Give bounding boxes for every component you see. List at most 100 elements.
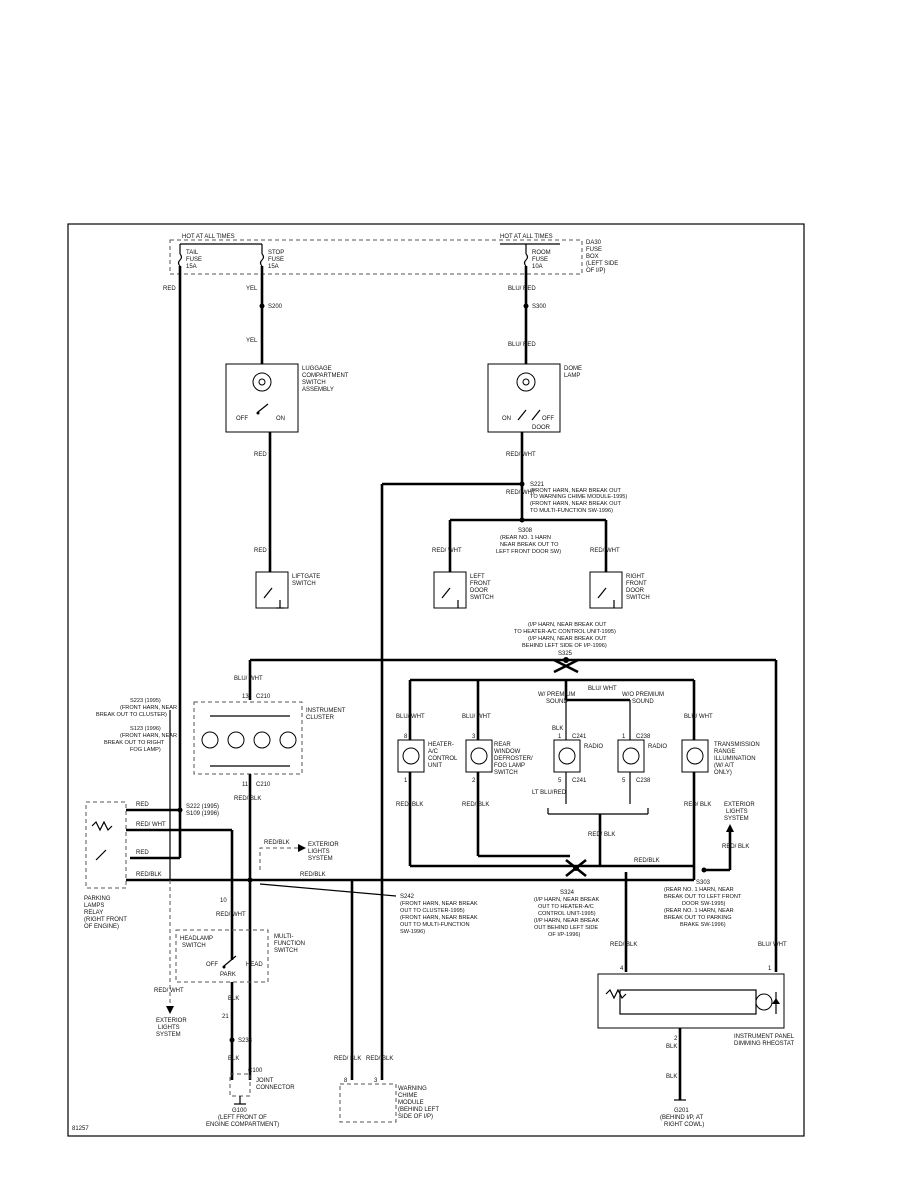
wire-label-redwht-2: RED/ WHT (506, 490, 536, 496)
svg-text:REAR: REAR (494, 742, 511, 748)
svg-text:SIDE OF I/P): SIDE OF I/P) (398, 1114, 433, 1120)
wire-label-redblk-trans: RED/ BLK (684, 802, 711, 808)
splice-s200-dot (259, 303, 265, 309)
wire-label-redwht-relay: RED/ WHT (136, 822, 166, 828)
svg-text:8: 8 (404, 734, 408, 740)
heater-ac-control-unit: 8 1 HEATER- A/C CONTROL UNIT (397, 734, 458, 784)
pin-3: 3 (374, 1078, 378, 1084)
svg-text:WINDOW: WINDOW (494, 749, 521, 755)
wo-premium-2: SOUND (632, 699, 654, 705)
svg-text:C238: C238 (636, 734, 651, 740)
wire-label-redwht-rf: RED/ WHT (590, 548, 620, 554)
diagram-frame (67, 223, 805, 1137)
left-front-door-switch: LEFT FRONT DOOR SWITCH (433, 571, 494, 609)
wo-premium-1: W/O PREMIUM (622, 692, 664, 698)
svg-text:SWITCH: SWITCH (494, 770, 518, 776)
wire-label-yel-2: YEL (246, 338, 258, 344)
wire-label-redblk-radio: RED/ BLK (588, 832, 615, 838)
ext-left-2: LIGHTS (158, 1025, 180, 1031)
wire-label-redwht-ext: RED/ WHT (154, 988, 184, 994)
svg-text:LEFT: LEFT (470, 574, 485, 580)
pin-11: 11 (242, 782, 249, 788)
svg-text:ILLUMINATION: ILLUMINATION (714, 756, 756, 762)
svg-text:(BEHIND LEFT: (BEHIND LEFT (398, 1107, 439, 1113)
wire-label-redwht-chime: RED/ BLK (366, 1056, 393, 1062)
splice-s242-dot (247, 877, 253, 883)
s303-label-1: S303 (696, 880, 711, 886)
s303-label-5: (REAR NO. 1 HARN, NEAR (664, 908, 734, 914)
s324-label-2: (I/P HARN, NEAR BREAK (534, 897, 599, 903)
wire-label-redwht-1: RED/ WHT (506, 452, 536, 458)
s242-label-4: (FRONT HARN, NEAR BREAK (400, 915, 478, 921)
svg-text:3: 3 (472, 734, 476, 740)
splice-s300: S300 (532, 304, 547, 310)
svg-text:TAIL: TAIL (186, 250, 199, 256)
fuse-box-label-3: BOX (586, 254, 599, 260)
wire-label-blk-1: BLK (228, 996, 239, 1002)
s324-label-3: OUT TO HEATER-A/C (538, 904, 594, 910)
connector-c210-top: C210 (256, 694, 271, 700)
wire-label-bluwht-trans: BLU/ WHT (684, 714, 713, 720)
svg-text:TRANSMISSION: TRANSMISSION (714, 742, 760, 748)
s324-label-5: (I/P HARN, NEAR BREAK (534, 918, 599, 924)
s221-label-1: S221 (530, 482, 545, 488)
fuse-box-label-2: FUSE (586, 247, 602, 253)
g100-label-3: ENGINE COMPARTMENT) (206, 1122, 279, 1128)
wire-label-blk-2: BLK (228, 1056, 239, 1062)
splice-s300-dot (523, 303, 529, 309)
wire-label-blured-1: BLU/ RED (508, 286, 536, 292)
rear-window-defroster-switch: 3 2 REAR WINDOW DEFROSTER/ FOG LAMP SWIT… (465, 734, 533, 784)
wire-s325-x2 (553, 658, 579, 674)
svg-text:SWITCH: SWITCH (302, 380, 326, 386)
wire-s324-x2 (565, 858, 587, 878)
g201-label-1: G201 (674, 1108, 689, 1114)
s303-label-7: BRAKE SW-1996) (680, 922, 726, 928)
s221-label-5: TO MULTI-FUNCTION SW-1996) (530, 508, 613, 514)
svg-text:FRONT: FRONT (470, 581, 491, 587)
s324-label-7: OF I/P-1996) (548, 932, 580, 938)
transmission-range-illumination: TRANSMISSION RANGE ILLUMINATION (W/ A/T … (681, 739, 760, 776)
s325-label-5: S325 (558, 651, 573, 657)
pin-21: 21 (222, 1014, 229, 1020)
wire-label-redblk-dim: RED/ BLK (610, 942, 637, 948)
wire-label-yel-1: YEL (246, 286, 258, 292)
wire-label-red-relay2: RED (136, 850, 149, 856)
hot-label-right: HOT AT ALL TIMES (500, 234, 553, 240)
wire-label-redblk-relay: RED/BLK (136, 872, 162, 878)
svg-text:ONLY): ONLY) (714, 770, 732, 776)
ext-left-1: EXTERIOR (156, 1018, 187, 1024)
w-premium-2: SOUND (546, 699, 568, 705)
s223-label-7: FOG LAMP) (130, 747, 161, 753)
s242-label-1: S242 (400, 894, 415, 900)
pin-10: 10 (220, 898, 227, 904)
svg-text:2: 2 (472, 778, 476, 784)
g100-label-2: (LEFT FRONT OF (218, 1115, 267, 1121)
parking-lamps-relay: PARKING LAMPS RELAY (RIGHT FRONT OF ENGI… (84, 801, 127, 930)
wire-label-redblk-bus: RED/BLK (634, 858, 660, 864)
wire-label-redblk-rear: RED/ BLK (462, 802, 489, 808)
s325-label-2: TO HEATER-A/C CONTROL UNIT-1995) (514, 629, 616, 635)
svg-text:FUSE: FUSE (186, 257, 202, 263)
svg-text:LAMPS: LAMPS (84, 903, 104, 909)
svg-text:WARNING: WARNING (398, 1086, 427, 1092)
ext-right-3: SYSTEM (724, 816, 749, 822)
svg-text:C100: C100 (248, 1068, 263, 1074)
room-fuse: ROOM FUSE 10A (523, 244, 551, 270)
connector-c210-bottom: C210 (256, 782, 271, 788)
svg-text:C238: C238 (636, 778, 651, 784)
diagram-id: 81257 (72, 1126, 89, 1132)
svg-text:HEAD: HEAD (246, 962, 263, 968)
svg-text:(RIGHT FRONT: (RIGHT FRONT (84, 917, 127, 923)
svg-text:STOP: STOP (268, 250, 284, 256)
s325-label-3: (I/P HARN, NEAR BREAK OUT (528, 636, 607, 642)
fuse-box-label-1: DA30 (586, 240, 602, 246)
svg-text:10A: 10A (532, 264, 543, 270)
svg-text:MULTI-: MULTI- (274, 934, 294, 940)
svg-text:CONTROL: CONTROL (428, 756, 458, 762)
svg-text:SWITCH: SWITCH (292, 581, 316, 587)
dome-lamp: ON OFF DOOR DOME LAMP (487, 363, 582, 433)
s308-label-2: (REAR NO. 1 HARN (500, 535, 551, 541)
pin-8: 8 (344, 1078, 348, 1084)
stop-fuse: STOP FUSE 15A (259, 244, 284, 270)
